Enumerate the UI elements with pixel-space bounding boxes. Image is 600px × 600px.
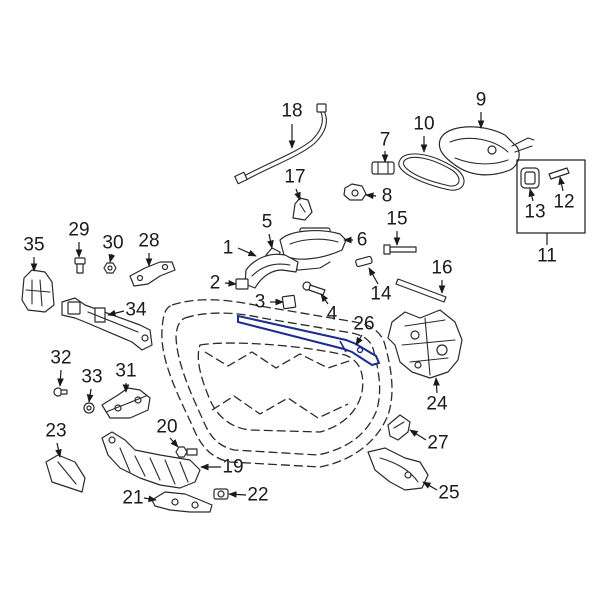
part-9-shape (438, 126, 535, 176)
callout-32: 32 (50, 348, 71, 369)
callout-21: 21 (122, 488, 143, 509)
callout-24: 24 (426, 394, 448, 415)
callout-26: 26 (353, 314, 374, 335)
leader-27 (409, 429, 427, 441)
callout-18: 18 (281, 101, 302, 122)
part-7-shape (371, 161, 395, 175)
part-1-shape (244, 253, 299, 289)
callout-34: 34 (125, 300, 147, 321)
callout-29: 29 (68, 220, 89, 241)
part-12-shape (548, 167, 570, 180)
leader-2 (224, 279, 237, 287)
callout-5: 5 (262, 212, 273, 233)
part-26-highlighted-rod (237, 314, 381, 367)
part-10-shape (398, 153, 465, 191)
part-25-shape (367, 447, 429, 491)
part-14-shape (355, 255, 373, 268)
callout-22: 22 (247, 485, 268, 506)
leader-30 (108, 253, 116, 263)
part-4-shape (302, 281, 326, 296)
leader-32 (57, 369, 64, 387)
part-13-shape (520, 167, 540, 189)
part-24-shape (387, 309, 463, 379)
callout-30: 30 (102, 233, 123, 254)
callout-2: 2 (210, 273, 221, 294)
callout-19: 19 (222, 457, 243, 478)
callout-7: 7 (380, 130, 391, 151)
leader-13 (528, 188, 536, 202)
part-31-shape (101, 387, 151, 419)
part-8-shape (343, 183, 367, 201)
part-27-shape (387, 414, 411, 441)
leader-34 (107, 309, 125, 317)
leader-21 (143, 495, 157, 503)
part-28-shape (129, 261, 176, 287)
door-frame (161, 299, 393, 468)
leader-8 (365, 192, 377, 200)
part-29-shape (74, 257, 86, 274)
callout-9: 9 (476, 90, 487, 111)
leader-5 (267, 233, 274, 249)
leader-23 (55, 442, 62, 458)
part-19-shape (101, 431, 201, 489)
part-2-shape (235, 278, 249, 290)
part-21-shape (151, 491, 213, 513)
part-35-shape (21, 269, 55, 313)
callout-3: 3 (255, 292, 266, 313)
callout-11: 11 (537, 246, 557, 267)
leader-25 (422, 481, 438, 491)
callout-8: 8 (382, 186, 393, 207)
callout-6: 6 (357, 230, 368, 251)
part-22-shape (213, 488, 229, 500)
callout-25: 25 (438, 483, 459, 504)
callout-15: 15 (386, 209, 407, 230)
leader-lines (30, 112, 565, 503)
callout-28: 28 (138, 231, 159, 252)
leader-12 (558, 176, 565, 192)
callout-12: 12 (553, 192, 574, 213)
callout-14: 14 (370, 284, 392, 305)
part-23-shape (45, 454, 86, 493)
callout-31: 31 (115, 361, 136, 382)
callout-20: 20 (156, 417, 177, 438)
callout-27: 27 (427, 433, 448, 454)
part-17-shape (292, 197, 313, 221)
callout-16: 16 (431, 258, 452, 279)
part-33-shape (83, 402, 95, 414)
part-30-shape (103, 262, 117, 274)
callout-17: 17 (284, 167, 305, 188)
part-6-shape (279, 227, 347, 271)
leader-14 (368, 267, 379, 285)
leader-20 (169, 437, 179, 448)
leader-1 (237, 247, 257, 257)
callout-23: 23 (45, 421, 66, 442)
callout-35: 35 (23, 235, 44, 256)
callout-4: 4 (327, 304, 338, 325)
leader-33 (86, 388, 94, 403)
callout-13: 13 (524, 202, 545, 223)
part-18-shape (234, 103, 327, 185)
part-20-shape (175, 446, 198, 458)
leader-4 (320, 293, 329, 305)
part-32-shape (53, 387, 68, 397)
part-16-shape (395, 278, 447, 303)
leader-22 (228, 491, 247, 498)
leader-26 (355, 334, 363, 346)
callout-1: 1 (223, 238, 234, 259)
part-11-group-box (516, 159, 586, 234)
callout-labels: 18 9 10 7 17 8 5 15 6 1 29 30 28 35 13 1… (23, 90, 574, 509)
part-15-shape (383, 244, 417, 255)
callout-10: 10 (413, 114, 434, 135)
callout-33: 33 (81, 367, 102, 388)
part-3-shape (281, 294, 297, 310)
leader-17 (294, 188, 301, 201)
part-34-shape (61, 297, 153, 351)
leader-24 (433, 377, 440, 394)
